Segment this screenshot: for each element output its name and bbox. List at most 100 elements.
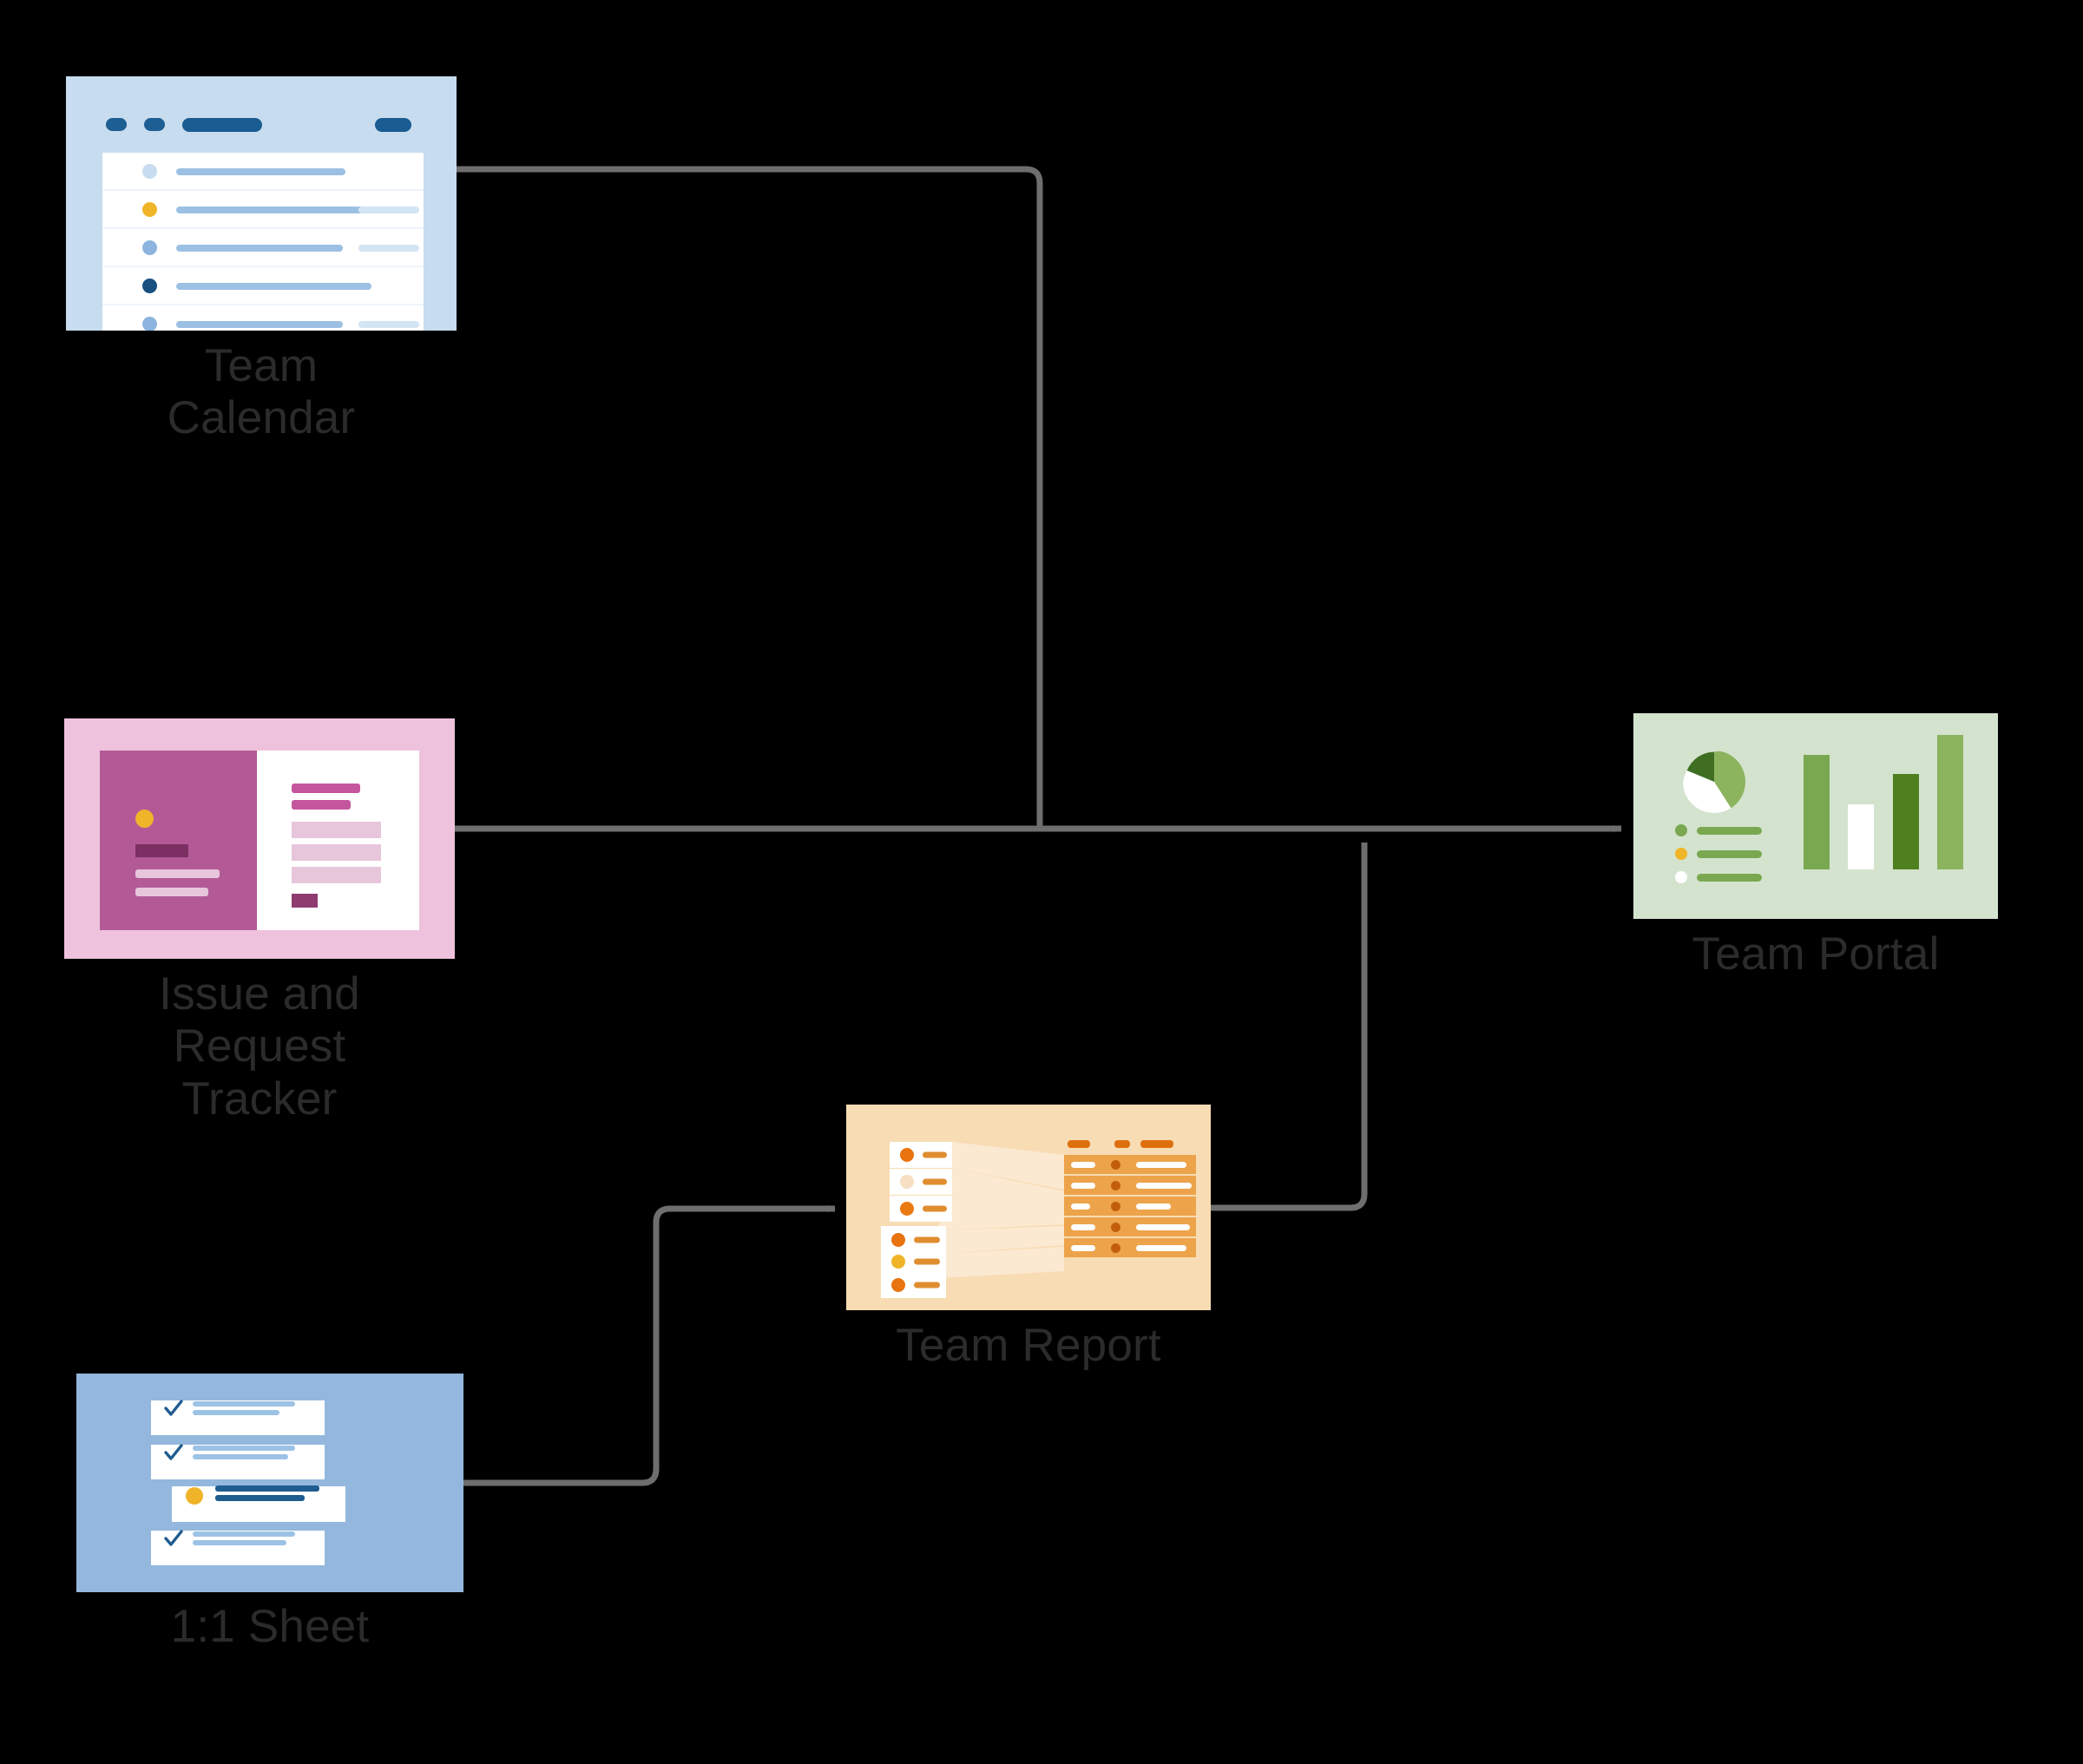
checklist-item bbox=[151, 1400, 325, 1435]
item-line bbox=[193, 1446, 295, 1451]
table-row bbox=[1064, 1197, 1196, 1217]
row-bullet-icon bbox=[142, 317, 157, 331]
cell-label bbox=[1071, 1245, 1095, 1251]
row-bullet-icon bbox=[142, 279, 157, 293]
cell-dot-icon bbox=[1111, 1202, 1120, 1211]
row-bullet-icon bbox=[142, 164, 157, 179]
toolbar-action-bar bbox=[375, 118, 411, 132]
row-line bbox=[176, 245, 343, 252]
cell-value bbox=[1136, 1245, 1186, 1251]
checklist-item bbox=[151, 1530, 325, 1565]
row-tail bbox=[358, 321, 419, 328]
source-card bbox=[881, 1271, 946, 1298]
row-tail bbox=[358, 207, 419, 213]
legend-dot-icon bbox=[1675, 871, 1687, 883]
source-line bbox=[923, 1205, 947, 1212]
source-dot-icon bbox=[891, 1277, 905, 1292]
cell-label bbox=[1071, 1183, 1095, 1189]
legend-line bbox=[1697, 850, 1762, 858]
cell-value bbox=[1136, 1162, 1186, 1168]
header-segment bbox=[1140, 1140, 1173, 1148]
source-line bbox=[914, 1258, 940, 1264]
bar-1 bbox=[1804, 755, 1830, 869]
row-line bbox=[176, 321, 343, 328]
report-table-icon bbox=[846, 1105, 1211, 1310]
item-line bbox=[193, 1454, 288, 1459]
toolbar-dot-2 bbox=[144, 118, 165, 131]
legend-dot-icon bbox=[1675, 848, 1687, 860]
source-dot-icon bbox=[891, 1232, 905, 1247]
source-card bbox=[890, 1169, 952, 1195]
cell-dot-icon bbox=[1111, 1160, 1120, 1170]
tracker-board-icon bbox=[64, 718, 455, 959]
source-line bbox=[923, 1151, 947, 1158]
table-row bbox=[1064, 1176, 1196, 1197]
fan-connector-icon bbox=[936, 1142, 1064, 1278]
source-card bbox=[890, 1142, 952, 1168]
calendar-list-icon bbox=[66, 76, 457, 331]
row-line bbox=[176, 168, 345, 175]
checklist-item bbox=[151, 1444, 325, 1479]
edge-calendar-to-portal bbox=[457, 166, 1043, 829]
calendar-toolbar bbox=[106, 115, 418, 132]
legend-line bbox=[1697, 874, 1762, 882]
source-line bbox=[914, 1282, 940, 1288]
list-action-button bbox=[292, 894, 318, 908]
list-header-1 bbox=[292, 784, 360, 793]
cell-dot-icon bbox=[1111, 1223, 1120, 1232]
row-line bbox=[176, 207, 371, 213]
source-dot-icon bbox=[900, 1202, 914, 1216]
node-team-portal[interactable]: Team Portal bbox=[1633, 713, 1998, 980]
node-one-on-one-sheet[interactable]: 1:1 Sheet bbox=[76, 1374, 463, 1652]
report-table-header bbox=[1064, 1140, 1196, 1148]
list-header-2 bbox=[292, 800, 351, 810]
toolbar-dot-1 bbox=[106, 118, 127, 131]
item-line bbox=[215, 1485, 319, 1492]
list-item-2 bbox=[292, 844, 381, 861]
legend-line bbox=[1697, 827, 1762, 835]
node-issue-and-request-tracker[interactable]: Issue and Request Tracker bbox=[64, 718, 455, 1125]
header-segment bbox=[1068, 1140, 1090, 1148]
item-line bbox=[215, 1495, 305, 1501]
row-bullet-icon bbox=[142, 202, 157, 217]
node-label-team-calendar: Team Calendar bbox=[167, 340, 356, 444]
source-line bbox=[914, 1236, 940, 1243]
node-label-one-on-one-sheet: 1:1 Sheet bbox=[170, 1601, 370, 1652]
node-label-issue-and-request-tracker: Issue and Request Tracker bbox=[159, 968, 360, 1125]
cell-value bbox=[1136, 1203, 1171, 1210]
calendar-row bbox=[102, 305, 424, 331]
check-icon bbox=[164, 1400, 183, 1416]
calendar-row bbox=[102, 153, 424, 191]
calendar-row bbox=[102, 229, 424, 267]
source-dot-icon bbox=[900, 1148, 914, 1162]
cell-value bbox=[1136, 1224, 1190, 1230]
detail-line-1 bbox=[135, 869, 220, 878]
node-label-team-portal: Team Portal bbox=[1692, 928, 1940, 980]
legend-dot-icon bbox=[1675, 824, 1687, 836]
bar-2 bbox=[1848, 804, 1874, 869]
table-row bbox=[1064, 1217, 1196, 1238]
detail-title-bar bbox=[135, 844, 188, 857]
toolbar-title-bar bbox=[182, 118, 262, 132]
item-line bbox=[193, 1531, 295, 1537]
bar-4 bbox=[1937, 735, 1963, 869]
item-line bbox=[193, 1401, 295, 1407]
tracker-list-panel bbox=[257, 751, 419, 930]
list-item-3 bbox=[292, 867, 381, 883]
check-icon bbox=[164, 1444, 183, 1460]
row-bullet-icon bbox=[142, 240, 157, 255]
edge-report-to-portal bbox=[1211, 843, 1368, 1211]
detail-line-2 bbox=[135, 888, 208, 896]
source-card bbox=[881, 1248, 946, 1275]
node-team-report[interactable]: Team Report bbox=[846, 1105, 1211, 1371]
status-dot-icon bbox=[135, 810, 154, 828]
node-team-calendar[interactable]: Team Calendar bbox=[66, 76, 457, 443]
edge-sheet-to-report bbox=[463, 1205, 836, 1486]
source-line bbox=[923, 1178, 947, 1185]
cell-label bbox=[1071, 1162, 1095, 1168]
table-row bbox=[1064, 1155, 1196, 1176]
item-line bbox=[193, 1410, 279, 1415]
row-line bbox=[176, 283, 371, 290]
calendar-row bbox=[102, 267, 424, 305]
